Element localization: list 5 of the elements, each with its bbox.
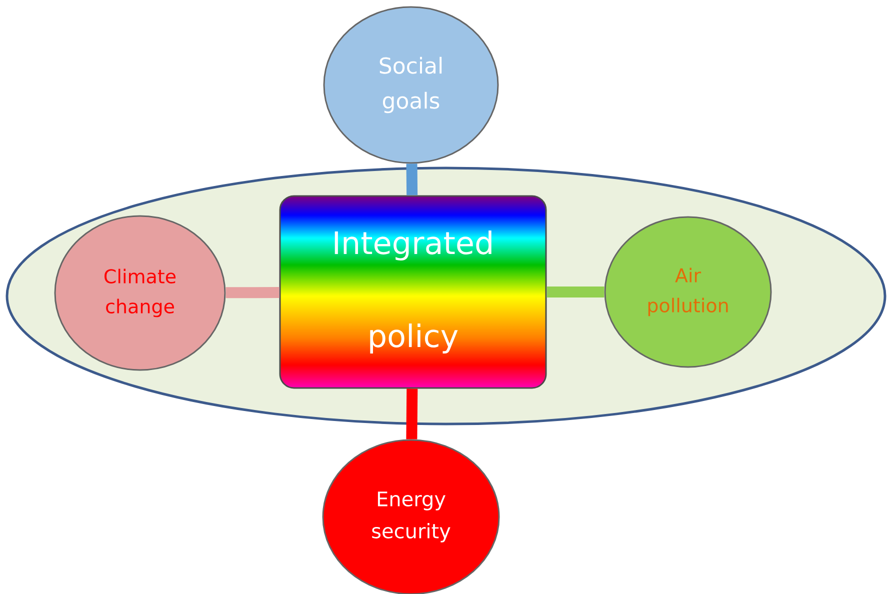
policy-box: Integrated policy xyxy=(279,195,547,389)
connector-bar xyxy=(226,286,280,298)
connector-bar xyxy=(406,388,418,440)
connector-bar xyxy=(546,286,604,298)
connector-bar xyxy=(406,164,418,196)
